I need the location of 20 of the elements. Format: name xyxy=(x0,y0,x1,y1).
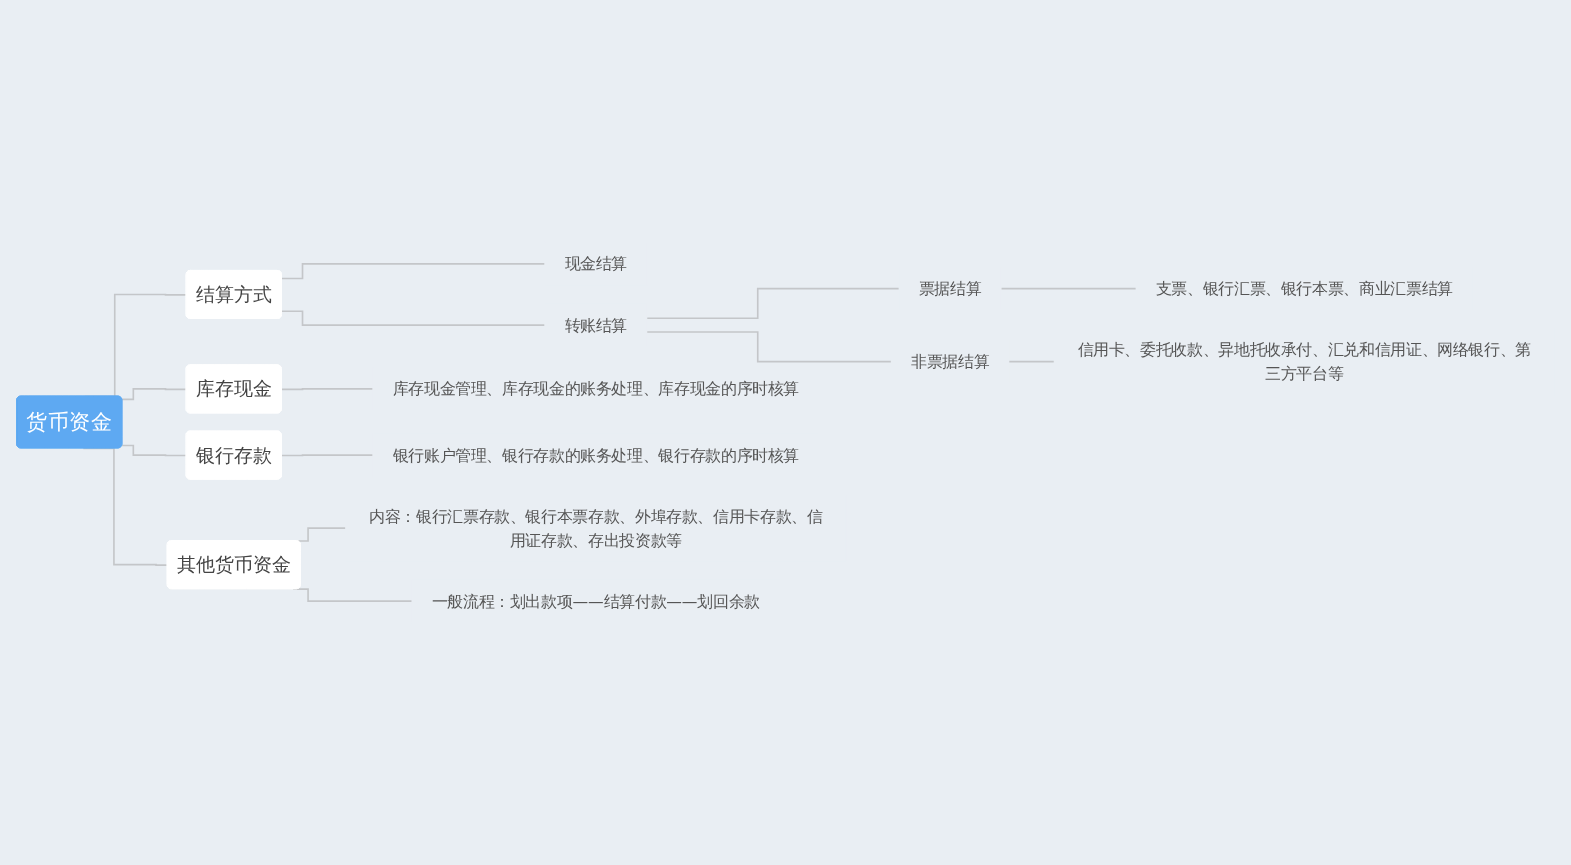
connector xyxy=(646,331,893,363)
node-text: 票据结算 xyxy=(918,279,982,298)
node-text: 内容：银行汇票存款、银行本票存款、外埠存款、信用卡存款、信用证存款、存出投资款等 xyxy=(369,507,823,549)
connector xyxy=(281,454,374,457)
connector xyxy=(281,388,374,391)
connector xyxy=(1008,360,1055,363)
connector xyxy=(121,388,188,401)
node-text: 转账结算 xyxy=(564,315,628,334)
connector xyxy=(121,444,188,457)
node-text: 信用卡、委托收款、异地托收承付、汇兑和信用证、网络银行、第三方平台等 xyxy=(1077,340,1531,383)
node-text: 银行账户管理、银行存款的账务处理、银行存款的序时核算 xyxy=(392,445,800,464)
node-text: 现金结算 xyxy=(564,254,628,273)
connector xyxy=(281,263,546,280)
node-text: 一般流程：划出款项——结算付款——划回余款 xyxy=(431,591,760,611)
node-text: 非票据结算 xyxy=(910,352,990,371)
node-text: 库存现金管理、库存现金的账务处理、库存现金的序时核算 xyxy=(392,379,800,398)
connector xyxy=(646,287,900,320)
connector xyxy=(1000,287,1137,290)
connector xyxy=(281,310,546,326)
node-text: 支票、银行汇票、银行本票、商业汇票结算 xyxy=(1155,279,1453,298)
